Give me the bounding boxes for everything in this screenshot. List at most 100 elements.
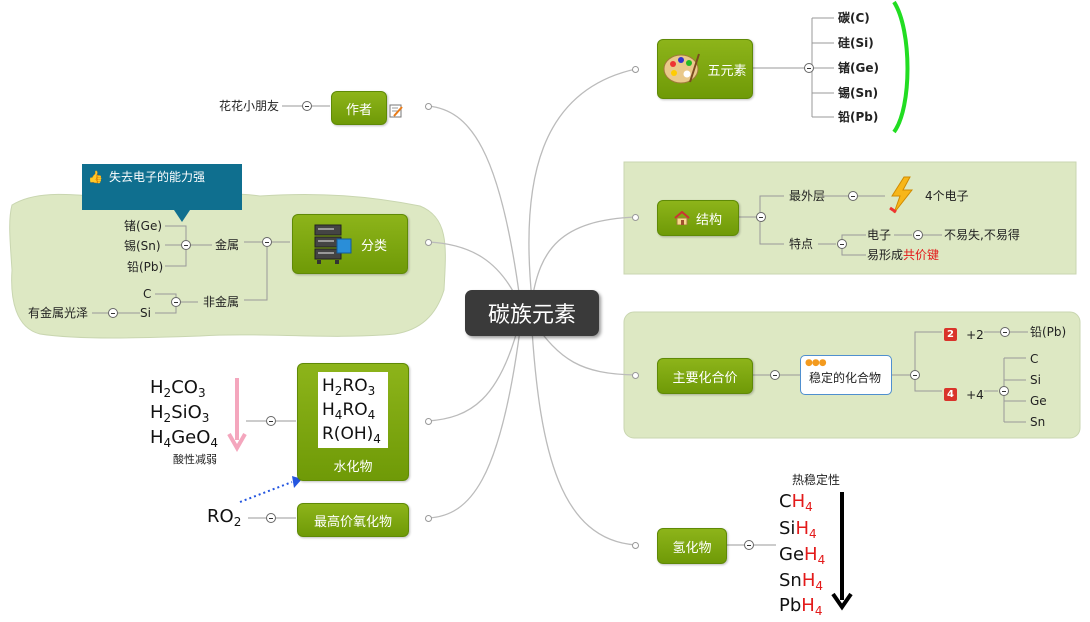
acid-formula: H4GeO4	[150, 427, 219, 450]
outer-layer-label: 最外层	[789, 189, 826, 203]
branch-dot	[632, 66, 639, 73]
nonmetal-note: 有金属光泽	[28, 306, 89, 320]
node-five-elements-label: 五元素	[707, 63, 747, 79]
branch-dot	[632, 214, 639, 221]
acid-note: 酸性减弱	[173, 453, 217, 466]
plus4-label: +4	[966, 388, 984, 402]
collapse-icon[interactable]	[266, 513, 276, 523]
node-oxide-label: 最高价氧化物	[313, 514, 392, 530]
hydride-formula: CH4	[779, 491, 813, 514]
feature-label: 特点	[789, 237, 814, 251]
badge-two-icon: 2	[944, 328, 957, 341]
central-topic[interactable]: 碳族元素	[465, 290, 599, 336]
collapse-icon[interactable]	[266, 416, 276, 426]
plus4-item: Sn	[1030, 415, 1046, 429]
badge-four-icon: 4	[944, 388, 957, 401]
electron-label: 电子	[867, 228, 892, 242]
plus2-node: 2 +2	[944, 324, 984, 343]
metal-item: 锡(Sn)	[124, 239, 161, 253]
collapse-icon[interactable]	[770, 370, 780, 380]
collapse-icon[interactable]	[913, 230, 923, 240]
author-name: 花花小朋友	[219, 99, 280, 113]
stable-compound-label: 稳定的化合物	[809, 371, 882, 385]
node-valence-label: 主要化合价	[672, 370, 738, 386]
branch-dot	[632, 542, 639, 549]
bond-text: 易形成共价键	[867, 248, 939, 262]
hydrate-formula-box: H2RO3 H4RO4 R(OH)4	[318, 372, 388, 448]
collapse-icon[interactable]	[910, 370, 920, 380]
element-item: 硅(Si)	[838, 36, 874, 50]
branch-dot	[425, 239, 432, 246]
electron-note: 不易失,不易得	[944, 228, 1020, 242]
collapse-icon[interactable]	[108, 308, 118, 318]
collapse-icon[interactable]	[999, 386, 1009, 396]
node-oxide[interactable]: 最高价氧化物	[297, 503, 409, 537]
collapse-icon[interactable]	[756, 212, 766, 222]
collapse-icon[interactable]	[848, 191, 858, 201]
electron-count: 4个电子	[925, 189, 969, 203]
callout-bubble: 👍 失去电子的能力强	[88, 170, 238, 185]
node-hydride-label: 氢化物	[672, 540, 712, 556]
hydride-formula: SiH4	[779, 518, 817, 541]
palette-icon	[663, 53, 701, 84]
hydrate-formula: H4RO4	[322, 400, 376, 422]
branch-dot	[425, 515, 432, 522]
bond-prefix: 易形成	[867, 248, 904, 262]
collapse-icon[interactable]	[262, 237, 272, 247]
node-author[interactable]: 作者	[331, 91, 387, 125]
metal-label: 金属	[215, 238, 240, 252]
element-item: 锡(Sn)	[838, 86, 879, 100]
hydrate-formula: H2RO3	[322, 376, 376, 398]
bond-highlight: 共价键	[903, 248, 940, 262]
collapse-icon[interactable]	[837, 239, 847, 249]
node-author-label: 作者	[345, 102, 372, 118]
nonmetal-item: Si	[140, 306, 151, 320]
callout-shape	[82, 164, 242, 222]
node-structure[interactable]: 结构	[657, 200, 739, 236]
acid-formula: H2CO3	[150, 377, 206, 400]
house-icon	[674, 211, 690, 225]
callout-text: 失去电子的能力强	[108, 170, 205, 184]
plus2-label: +2	[966, 328, 984, 342]
lightning-icon	[889, 176, 914, 214]
nonmetal-item: C	[143, 287, 152, 301]
collapse-icon[interactable]	[744, 540, 754, 550]
plus4-item: Ge	[1030, 394, 1047, 408]
hydride-formula: SnH4	[779, 570, 824, 593]
collapse-icon[interactable]	[181, 240, 191, 250]
element-item: 碳(C)	[838, 11, 870, 25]
metal-item: 铅(Pb)	[127, 260, 164, 274]
stability-label: 热稳定性	[792, 473, 841, 487]
node-hydrate[interactable]: H2RO3 H4RO4 R(OH)4 水化物	[297, 363, 409, 481]
hydride-formula: PbH4	[779, 595, 823, 618]
plus2-item: 铅(Pb)	[1030, 325, 1067, 339]
plus4-item: Si	[1030, 373, 1041, 387]
collapse-icon[interactable]	[302, 101, 312, 111]
hydride-formula: GeH4	[779, 544, 826, 567]
node-classification-label: 分类	[360, 238, 387, 254]
node-hydride[interactable]: 氢化物	[657, 528, 727, 564]
node-five-elements[interactable]: 五元素	[657, 39, 753, 99]
oxide-formula: RO2	[207, 506, 242, 529]
collapse-icon[interactable]	[804, 63, 814, 73]
collapse-icon[interactable]	[171, 297, 181, 307]
plus4-node: 4 +4	[944, 384, 984, 403]
central-topic-label: 碳族元素	[487, 303, 576, 328]
branch-dot	[632, 372, 639, 379]
note-icon[interactable]	[389, 104, 403, 118]
green-bracket	[892, 0, 910, 134]
metal-item: 锗(Ge)	[124, 219, 163, 233]
collapse-icon[interactable]	[1000, 327, 1010, 337]
branch-dot	[425, 103, 432, 110]
server-icon	[314, 224, 352, 264]
element-item: 锗(Ge)	[838, 61, 879, 75]
thumbs-up-icon: 👍	[88, 170, 103, 184]
hydrate-formula: R(OH)4	[322, 424, 381, 446]
stable-compound-node[interactable]: ●●● 稳定的化合物	[800, 355, 892, 395]
acid-formula: H2SiO3	[150, 402, 210, 425]
branch-dot	[425, 418, 432, 425]
node-valence[interactable]: 主要化合价	[657, 358, 753, 394]
node-classification[interactable]: 分类	[292, 214, 408, 274]
element-item: 铅(Pb)	[838, 110, 879, 124]
node-structure-label: 结构	[695, 212, 722, 228]
